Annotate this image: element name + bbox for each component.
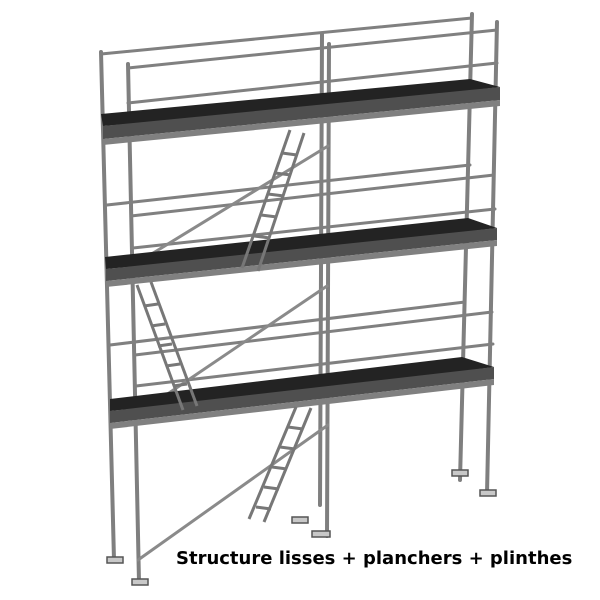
post-front-left bbox=[126, 62, 141, 584]
top-mid-rail-front bbox=[126, 61, 499, 105]
level2-mid-rail-front bbox=[131, 207, 497, 250]
level3-top-rail-back bbox=[108, 300, 467, 347]
ladder-bottom bbox=[247, 406, 313, 523]
level3-mid-rail-front bbox=[134, 342, 495, 388]
work-decks bbox=[101, 79, 500, 429]
ladder-middle bbox=[135, 281, 199, 411]
brace-lower bbox=[136, 423, 330, 562]
level2-top-rail-back bbox=[105, 163, 472, 207]
post-front-middle bbox=[325, 42, 331, 538]
brace-upper bbox=[130, 144, 330, 268]
deck-middle bbox=[105, 218, 497, 287]
deck-top bbox=[101, 79, 500, 145]
base-plates bbox=[106, 469, 497, 586]
ladder-top bbox=[240, 129, 306, 272]
level2-top-rail-front bbox=[129, 173, 496, 218]
deck-bottom bbox=[110, 357, 494, 429]
top-rail-back bbox=[99, 16, 474, 56]
caption: Structure lisses + planchers + plinthes bbox=[176, 548, 573, 569]
ladders bbox=[135, 129, 313, 523]
guard-rails bbox=[99, 16, 499, 388]
level3-top-rail-front bbox=[133, 310, 494, 357]
top-rail-front bbox=[126, 28, 499, 70]
